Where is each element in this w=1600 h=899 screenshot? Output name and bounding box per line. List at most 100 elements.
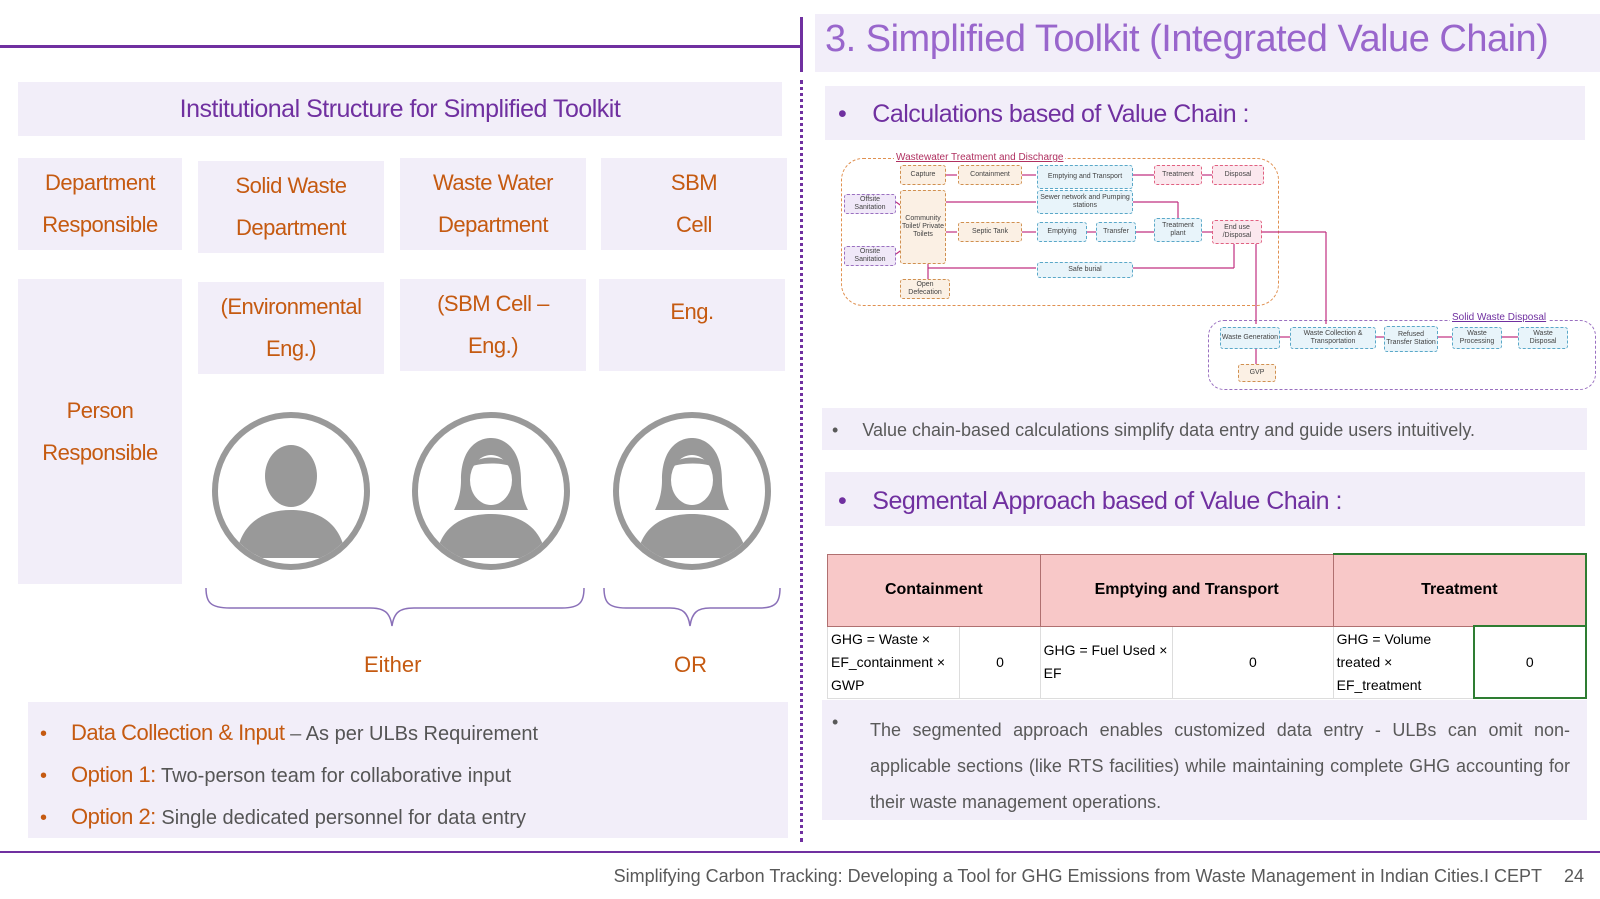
seg-heading: •Segmental Approach based of Value Chain… [838, 487, 1342, 515]
person-cell-eng: Eng. [599, 279, 785, 371]
vc-disposal: Disposal [1212, 165, 1264, 185]
diagram-arrows [895, 174, 1518, 364]
bullet-data-collection: •Data Collection & Input – As per ULBs R… [40, 720, 539, 745]
wastewater-group-label: Wastewater Treatment and Discharge [894, 152, 1066, 163]
bullet-option-2: •Option 2: Single dedicated personnel fo… [40, 804, 527, 829]
vc-refused-transfer: Refused Transfer Station [1384, 326, 1438, 352]
person-female-icon [412, 412, 570, 570]
person-cell-line1: (SBM Cell – [437, 291, 549, 316]
bottom-divider-line [0, 851, 1600, 853]
vc-onsite: Onsite Sanitation [844, 246, 896, 266]
dept-cell-line1: Solid Waste [235, 173, 347, 198]
th-emptying-transport: Emptying and Transport [1039, 553, 1334, 627]
value-treatment[interactable]: 0 [1472, 625, 1588, 699]
calc-note-panel [822, 408, 1587, 450]
bullet-text: As per ULBs Requirement [305, 723, 539, 745]
seg-note: The segmented approach enables customize… [870, 720, 1570, 812]
vc-capture: Capture [900, 165, 946, 185]
vertical-divider-solid [800, 17, 803, 72]
calc-heading-panel [825, 86, 1585, 140]
page-number: 24 [1563, 866, 1584, 886]
seg-note-panel [822, 700, 1587, 820]
title-bar [815, 14, 1600, 72]
vc-emptying: Emptying [1037, 222, 1087, 242]
dept-cell-line2: Cell [676, 212, 712, 237]
calc-note: •Value chain-based calculations simplify… [832, 420, 1475, 440]
formula-emptying-transport: GHG = Fuel Used × EF [1039, 625, 1174, 699]
vc-containment: Containment [958, 165, 1022, 185]
person-cell-sbm-eng: (SBM Cell – Eng.) [400, 279, 586, 371]
vc-enduse: End use /Disposal [1212, 220, 1262, 244]
vc-waste-disposal: Waste Disposal [1518, 327, 1568, 349]
slide-title: 3. Simplified Toolkit (Integrated Value … [825, 18, 1549, 60]
person-cell-line1: Eng. [670, 299, 714, 324]
bullet-key: Data Collection & Input [71, 720, 285, 745]
dept-cell-sbm: SBM Cell [601, 158, 787, 250]
person-cell-line1: (Environmental [220, 294, 362, 319]
person-cell-line2: Eng.) [467, 333, 519, 358]
dept-label-line2: Responsible [42, 212, 158, 237]
seg-note-bullet: • [832, 712, 839, 732]
dept-cell-line2: Department [236, 215, 346, 240]
vc-community-toilet: Community Toilet/ Private Toilets [900, 190, 946, 264]
solid-waste-group [1208, 320, 1596, 390]
vc-gvp: GVP [1238, 364, 1276, 382]
formula-containment: GHG = Waste × EF_containment × GWP [826, 625, 961, 699]
grouping-braces [205, 587, 781, 627]
th-treatment: Treatment [1332, 553, 1587, 627]
calc-note-text: Value chain-based calculations simplify … [862, 420, 1475, 440]
vc-transfer: Transfer [1096, 222, 1136, 242]
bullet-key: Option 2: [71, 804, 156, 829]
vc-emptying-transport: Emptying and Transport [1037, 165, 1133, 189]
options-panel [28, 702, 788, 838]
value-containment[interactable]: 0 [959, 625, 1041, 699]
vc-waste-processing: Waste Processing [1452, 327, 1502, 349]
institutional-heading-panel: Institutional Structure for Simplified T… [18, 82, 782, 136]
bullet-text: Single dedicated personnel for data entr… [161, 807, 527, 829]
vc-septic-tank: Septic Tank [958, 222, 1022, 242]
vc-safe-burial: Safe burial [1037, 262, 1133, 278]
either-label: Either [364, 652, 422, 677]
footer: Simplifying Carbon Tracking: Developing … [614, 866, 1584, 887]
calc-heading-text: Calculations based of Value Chain : [872, 100, 1249, 128]
person-female-icon [613, 412, 771, 570]
vc-waste-generation: Waste Generation [1220, 327, 1280, 349]
dept-cell-line1: Waste Water [432, 170, 554, 195]
person-label-line1: Person [66, 397, 134, 423]
vc-sewer: Sewer network and Pumping stations [1037, 190, 1133, 214]
vertical-divider-dotted [800, 80, 803, 842]
footer-text: Simplifying Carbon Tracking: Developing … [613, 866, 1542, 886]
vc-treatment-plant: Treatment plant [1154, 218, 1202, 242]
value-emptying-transport[interactable]: 0 [1172, 625, 1334, 699]
top-divider-line [0, 45, 802, 48]
vc-treatment: Treatment [1154, 165, 1202, 185]
institutional-heading: Institutional Structure for Simplified T… [179, 94, 621, 123]
person-cell-line2: Eng.) [265, 336, 317, 361]
bullet-sep: – [284, 723, 306, 745]
person-label-line2: Responsible [42, 439, 158, 465]
dept-cell-line1: SBM [670, 170, 718, 195]
vc-open-defecation: Open Defecation [900, 279, 950, 299]
segment-table: Containment Emptying and Transport Treat… [826, 553, 1588, 699]
vc-offsite: Offsite Sanitation [844, 194, 896, 214]
or-label: OR [674, 652, 707, 677]
table-row: GHG = Waste × EF_containment × GWP 0 GHG… [826, 625, 1588, 699]
seg-heading-panel [825, 472, 1585, 526]
formula-treatment: GHG = Volume treated × EF_treatment [1332, 625, 1475, 699]
dept-cell-line2: Department [438, 212, 548, 237]
dept-label-line1: Department [45, 170, 155, 195]
seg-heading-text: Segmental Approach based of Value Chain … [872, 487, 1342, 515]
person-male-icon [212, 412, 370, 570]
bullet-key: Option 1: [71, 762, 156, 787]
bullet-text: Two-person team for collaborative input [161, 765, 512, 787]
solid-waste-group-label: Solid Waste Disposal [1450, 312, 1549, 323]
th-containment: Containment [827, 553, 1041, 627]
segment-table-header-row: Containment Emptying and Transport Treat… [827, 553, 1587, 627]
calc-heading: •Calculations based of Value Chain : [838, 100, 1249, 128]
vc-waste-collection: Waste Collection & Transportation [1290, 327, 1376, 349]
